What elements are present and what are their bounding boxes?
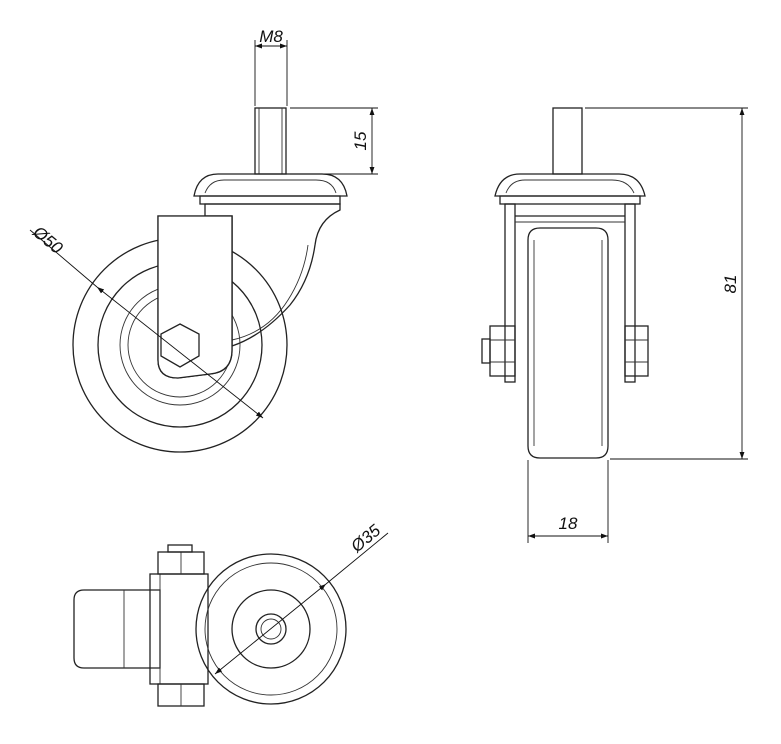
dim-wheel-width: 18 bbox=[527, 460, 609, 543]
dim-total-height: 81 bbox=[585, 107, 748, 460]
wheel-diameter-label: Ø50 bbox=[29, 222, 67, 258]
top-view bbox=[73, 544, 347, 707]
wheel-front bbox=[527, 227, 609, 459]
dim-plate-diameter: Ø35 bbox=[214, 521, 389, 675]
threaded-stem bbox=[254, 107, 287, 175]
stem-length-label: 15 bbox=[351, 131, 370, 150]
wheel-width-label: 18 bbox=[559, 514, 578, 533]
front-view bbox=[481, 107, 649, 459]
fork-side-left bbox=[504, 203, 516, 383]
round-plate bbox=[195, 553, 347, 705]
wheel-top bbox=[73, 589, 161, 669]
threaded-stem-front bbox=[552, 107, 583, 175]
fork-side-right bbox=[624, 203, 636, 383]
dim-thread: M8 bbox=[254, 27, 288, 106]
nut-left bbox=[489, 325, 516, 377]
top-plate bbox=[193, 173, 348, 197]
side-view bbox=[72, 107, 348, 453]
thread-label: M8 bbox=[259, 27, 283, 46]
total-height-label: 81 bbox=[721, 275, 740, 294]
dim-stem-length: 15 bbox=[290, 107, 378, 175]
nut-right bbox=[624, 325, 649, 377]
top-plate-front bbox=[494, 173, 646, 197]
